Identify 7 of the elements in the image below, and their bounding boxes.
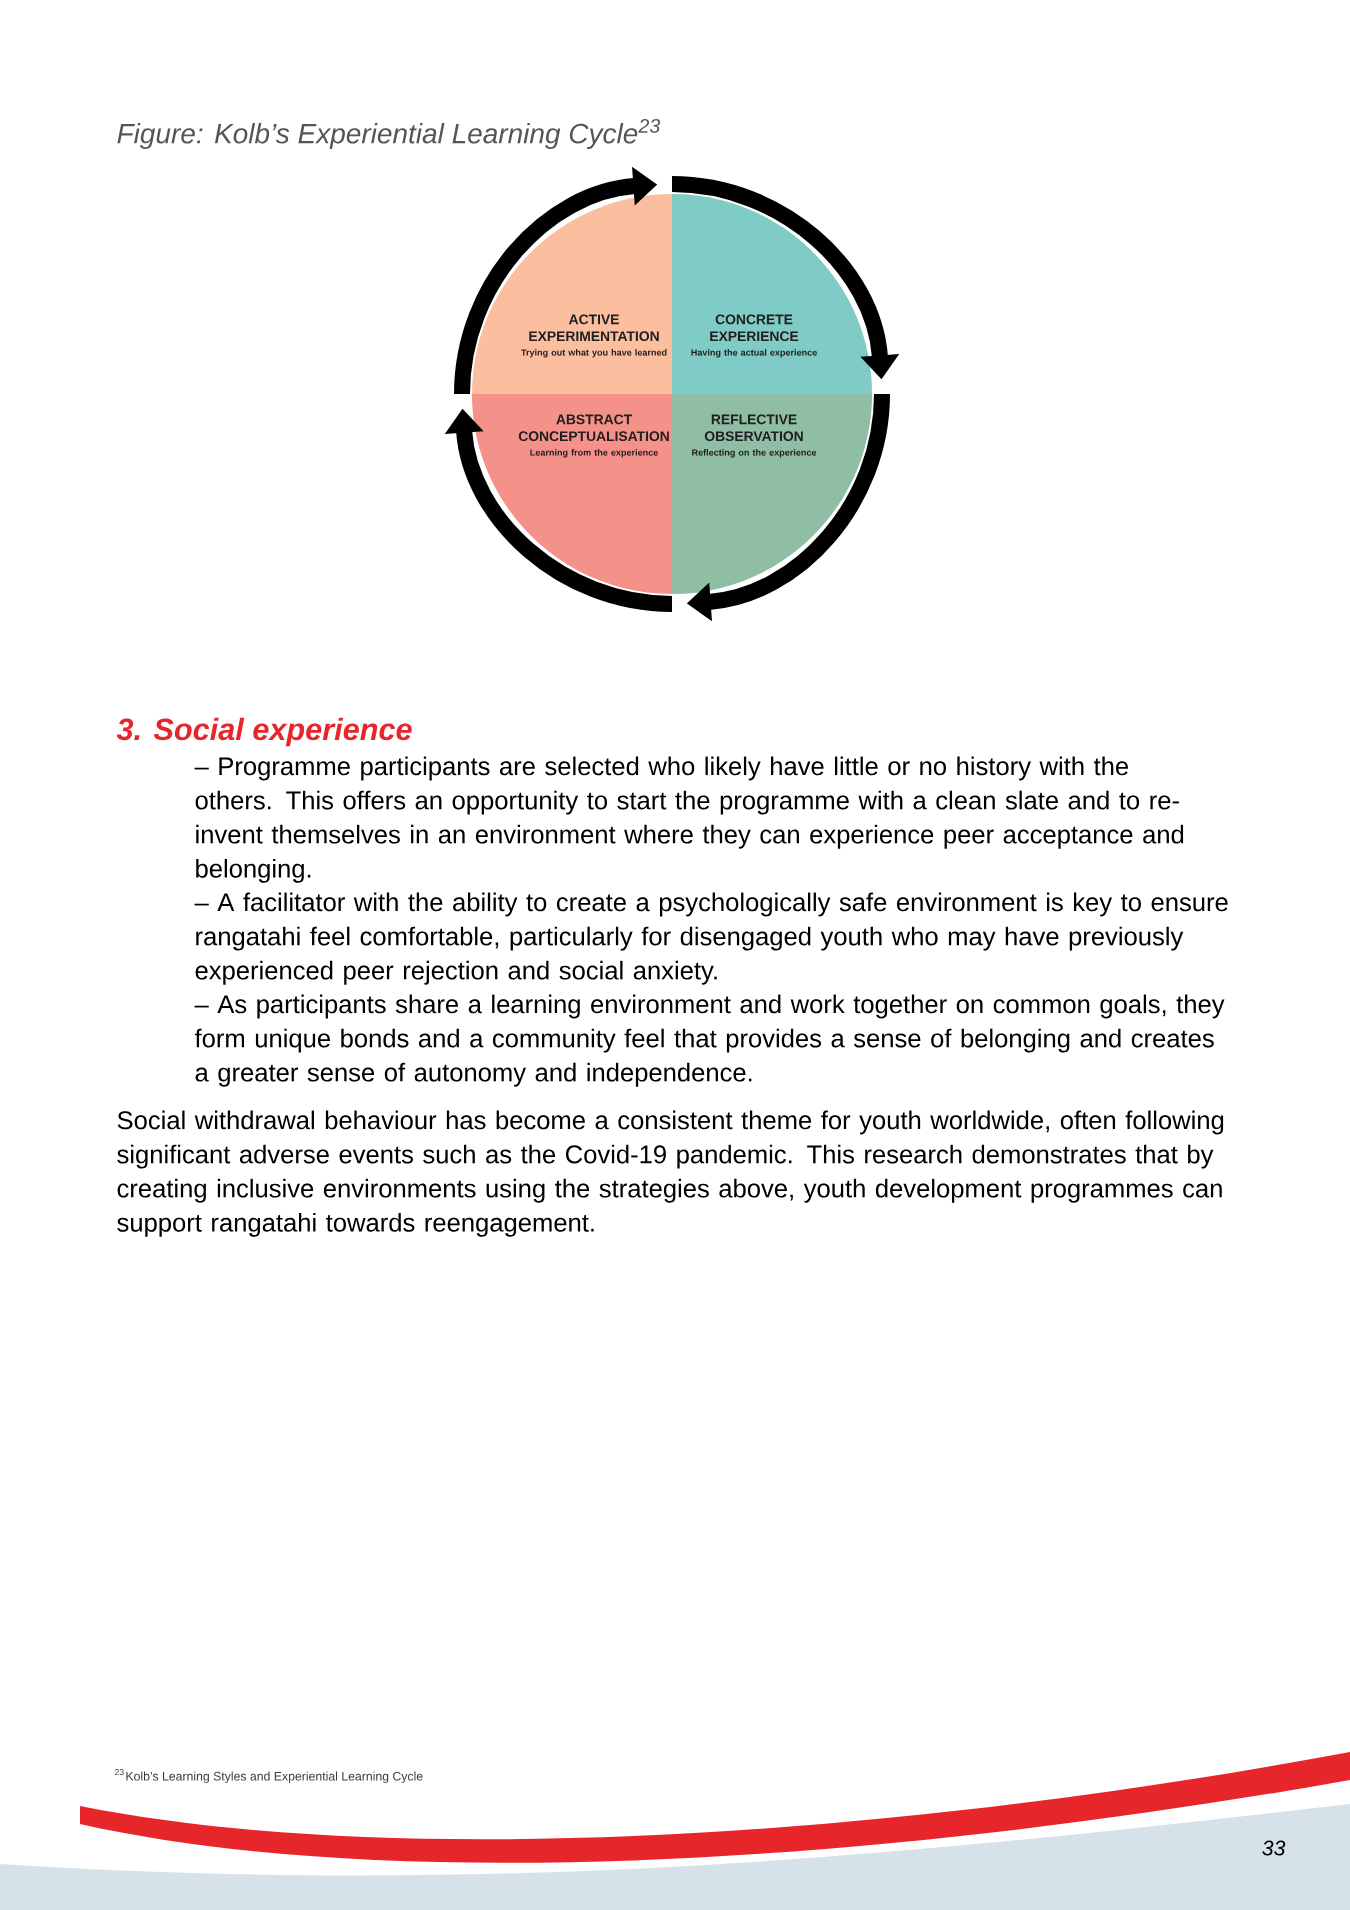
figure-caption: Figure: Kolb’s Experiential Learning Cycle$^{23}$ — [117, 118, 661, 150]
page-number: 33 — [1262, 1840, 1286, 1856]
paragraph: Social withdrawal behaviour has become a consistent theme for youth worldwide, often following significant adverse events such as the Covid-19 pandemic. This research demonstrates that by creating inclusive environments using the strategies above, youth development programmes can support rangatahi towards reengagement. — [117, 1110, 1224, 1237]
bullet-item: – As participants share a learning environment and work together on common goals, they form unique bonds and a community feel that provides a sense of belonging and creates a greater sense of autonomy and independence. — [194, 994, 1225, 1087]
bullet-item: – Programme participants are selected who likely have little or no history with the others. This offers an opportunity to start the programme with a clean slate and to re-invent themselves in an environment where they can experience peer acceptance and belonging. — [194, 756, 1184, 883]
section-heading: 3. Social experience — [116, 717, 412, 747]
bullet-item: – A facilitator with the ability to create a psychologically safe environment is key to ensure rangatahi feel comfortable, particularly for disengaged youth who may have previously experienced peer rejection and social anxiety. — [194, 892, 1228, 985]
